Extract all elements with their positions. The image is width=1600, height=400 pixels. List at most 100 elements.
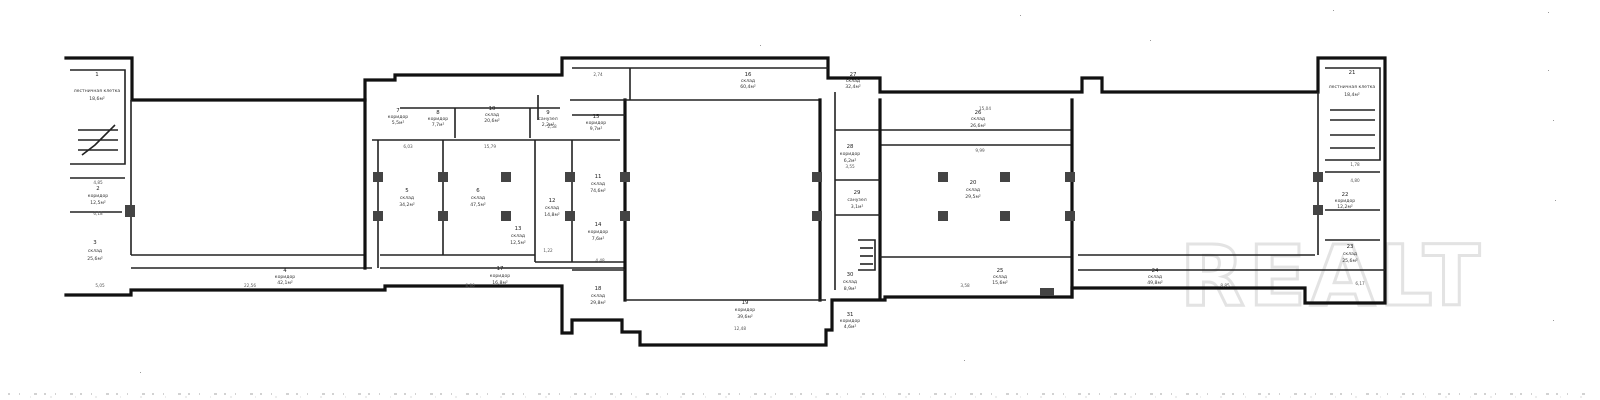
svg-text:74,6м²: 74,6м² [590, 188, 606, 194]
room-29: 29 санузел 3,1м² [847, 190, 866, 210]
room-23: 23 склад 25,6м² [1342, 244, 1358, 264]
stairs [78, 109, 1375, 271]
svg-text:29: 29 [854, 190, 861, 196]
svg-text:8: 8 [436, 110, 440, 116]
svg-text:7: 7 [396, 108, 399, 114]
dim-20: 3,58 [960, 283, 970, 288]
dim-5: 8,86 [465, 283, 475, 288]
svg-text:32,4м²: 32,4м² [845, 84, 861, 90]
room-9: 9 санузел 2,2м² [538, 110, 557, 128]
dim-11: 15,04 [979, 106, 991, 111]
svg-text:25,6м²: 25,6м² [1342, 258, 1358, 264]
room-22: 22 коридор 12,2м² [1335, 192, 1355, 210]
svg-text:21: 21 [1349, 70, 1356, 76]
room-7: 7 коридор 5,5м² [388, 108, 408, 126]
room-10: 10 склад 20,6м² [484, 106, 500, 124]
svg-text:коридор: коридор [840, 152, 860, 157]
svg-text:60,4м²: 60,4м² [740, 84, 756, 90]
dim-13: 4,80 [1350, 178, 1360, 183]
svg-text:5: 5 [405, 188, 408, 194]
room-27: 27 склад 32,4м² [845, 72, 861, 90]
svg-text:лестничная клетка: лестничная клетка [1329, 85, 1376, 90]
dim-16: 2,58 [547, 124, 557, 129]
dim-17: 1,22 [543, 248, 553, 253]
svg-text:склад: склад [1343, 252, 1357, 257]
svg-text:15,6м²: 15,6м² [992, 280, 1008, 286]
room-16: 16 склад 60,4м² [740, 72, 756, 90]
svg-text:25,6м²: 25,6м² [87, 256, 103, 262]
room-17: 17 коридор 16,8м² [490, 266, 510, 286]
svg-text:коридор: коридор [490, 274, 510, 279]
svg-text:3,1м²: 3,1м² [851, 204, 864, 210]
svg-text:склад: склад [971, 117, 985, 122]
room-28: 28 коридор 6,2м² [840, 144, 860, 164]
dim-3: 5,05 [95, 283, 105, 288]
svg-text:коридор: коридор [840, 319, 860, 324]
svg-text:склад: склад [471, 196, 485, 201]
svg-text:санузел: санузел [538, 117, 557, 122]
svg-text:коридор: коридор [588, 230, 608, 235]
svg-text:25: 25 [997, 268, 1004, 274]
svg-text:18,4м²: 18,4м² [1344, 92, 1360, 98]
svg-text:4,6м²: 4,6м² [844, 324, 857, 330]
room-24: 24 склад 49,8м² [1147, 268, 1163, 286]
svg-text:3: 3 [93, 240, 96, 246]
svg-text:18: 18 [595, 286, 602, 292]
svg-text:7,6м²: 7,6м² [592, 236, 605, 242]
room-6: 6 склад 47,5м² [470, 188, 486, 208]
room-21: 21 лестничная клетка 18,4м² [1329, 70, 1376, 98]
svg-text:9,7м²: 9,7м² [590, 126, 603, 132]
svg-text:склад: склад [591, 182, 605, 187]
room-4: 4 коридор 42,1м² [275, 268, 295, 286]
svg-text:24: 24 [1152, 268, 1159, 274]
svg-text:коридор: коридор [275, 275, 295, 280]
svg-text:лестничная клетка: лестничная клетка [74, 89, 121, 94]
room-20: 20 склад 29,5м² [965, 180, 981, 200]
svg-text:2: 2 [96, 186, 99, 192]
svg-text:10: 10 [489, 106, 496, 112]
svg-text:1: 1 [95, 72, 98, 78]
svg-text:14: 14 [595, 222, 602, 228]
dim-12: 8,85 [1220, 283, 1230, 288]
svg-text:12,2м²: 12,2м² [1337, 204, 1353, 210]
svg-text:склад: склад [545, 206, 559, 211]
svg-text:склад: склад [511, 234, 525, 239]
room-13: 13 склад 12,5м² [510, 226, 526, 246]
dim-2: 6,18 [93, 211, 103, 216]
svg-text:5,5м²: 5,5м² [392, 120, 405, 126]
svg-text:13: 13 [515, 226, 522, 232]
room-8: 8 коридор 7,7м² [428, 110, 448, 128]
svg-text:склад: склад [591, 294, 605, 299]
dim-10: 9,99 [975, 148, 985, 153]
svg-text:34,2м²: 34,2м² [399, 202, 415, 208]
svg-text:42,1м²: 42,1м² [277, 280, 293, 286]
interior-walls [70, 67, 1385, 302]
room-26: 26 склад 26,6м² [970, 110, 986, 129]
dim-15: 2,74 [593, 72, 603, 77]
bottom-title-strip [8, 393, 1592, 398]
dim-19: 1,78 [1350, 162, 1360, 167]
dim-4: 22,56 [244, 283, 256, 288]
svg-text:14,8м²: 14,8м² [544, 212, 560, 218]
svg-text:склад: склад [1148, 275, 1162, 280]
room-5: 5 склад 34,2м² [399, 188, 415, 208]
room-1: 1 лестничная клетка 18,6м² [74, 72, 121, 102]
svg-text:склад: склад [485, 113, 499, 118]
svg-text:коридор: коридор [88, 194, 108, 199]
room-12: 12 склад 14,8м² [544, 198, 560, 218]
dim-6: 15,79 [484, 144, 496, 149]
svg-text:склад: склад [993, 275, 1007, 280]
svg-text:12: 12 [549, 198, 556, 204]
columns [125, 172, 1323, 296]
dim-14: 6,17 [1355, 281, 1365, 286]
svg-text:2,2м²: 2,2м² [542, 122, 555, 128]
room-18: 18 склад 29,8м² [590, 286, 606, 306]
svg-text:29,5м²: 29,5м² [965, 194, 981, 200]
svg-text:коридор: коридор [1335, 199, 1355, 204]
room-3: 3 склад 25,6м² [87, 240, 103, 262]
svg-text:склад: склад [741, 79, 755, 84]
outer-walls [64, 56, 1387, 347]
svg-text:склад: склад [400, 196, 414, 201]
svg-text:27: 27 [850, 72, 857, 78]
